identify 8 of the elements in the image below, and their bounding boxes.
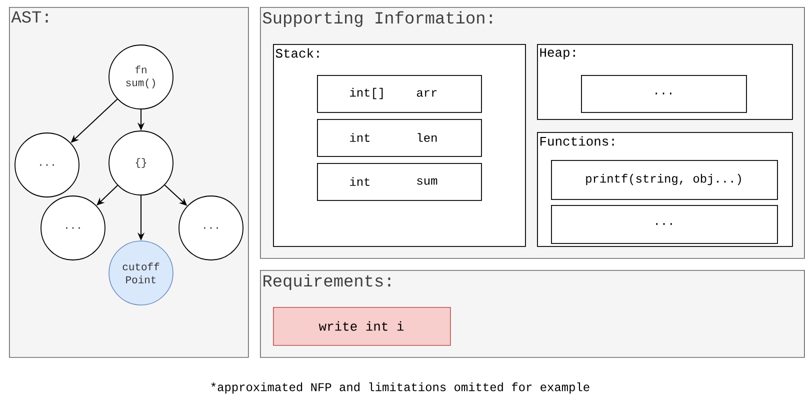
memory-cell: ... [551, 205, 778, 244]
memory-cell: printf(string, obj...) [551, 160, 778, 200]
memory-cell: int[] arr [317, 75, 482, 113]
footnote: *approximated NFP and limitations omitted for example [211, 382, 590, 394]
memory-cell: ... [581, 75, 747, 113]
memory-cell: int sum [317, 163, 482, 201]
requirement-box: write int i [273, 307, 451, 346]
memory-cell: int len [317, 119, 482, 157]
